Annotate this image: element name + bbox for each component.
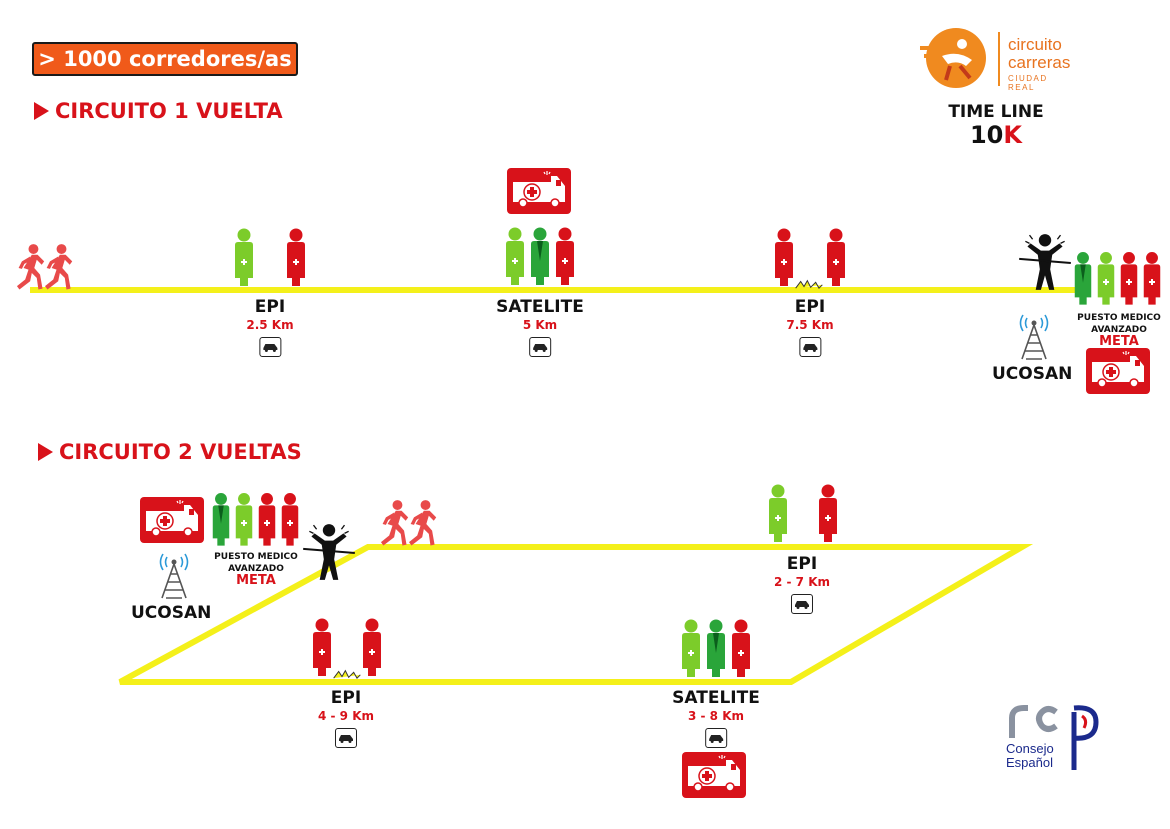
distance-unit: K <box>1003 121 1022 149</box>
ambulance-icon <box>507 168 571 214</box>
meta-label: META <box>236 573 276 588</box>
car-icon <box>259 337 281 357</box>
runner-logo-icon <box>920 28 986 88</box>
meta-label: META <box>1099 334 1139 349</box>
staff-icons <box>235 228 305 286</box>
distance-number: 10 <box>969 121 1004 149</box>
staff-icons <box>682 619 750 677</box>
runners-icon <box>380 500 437 546</box>
puesto-medico-label: PUESTO MEDICO AVANZADO META <box>214 551 298 587</box>
distance-label: 10K <box>946 122 1046 148</box>
epi-staff-group <box>232 228 312 294</box>
staff-icons <box>506 227 574 285</box>
logo-divider <box>998 32 1000 86</box>
satelite-staff-group <box>503 227 579 293</box>
staff-icons <box>313 618 381 679</box>
station-name: SATELITE <box>496 297 584 317</box>
station-label: SATELITE 3 - 8 Km <box>672 688 760 748</box>
ambulance-icon <box>140 497 204 543</box>
runners-count-badge: > 1000 corredores/as <box>32 42 298 76</box>
epi-staff-group <box>766 484 846 550</box>
circuit2-title-text: CIRCUITO 2 VUELTAS <box>59 440 302 464</box>
station-label: EPI 2 - 7 Km <box>774 554 830 614</box>
station-name: EPI <box>786 554 818 574</box>
play-triangle-icon <box>38 443 53 461</box>
rcp-text: Consejo Español <box>1006 742 1054 770</box>
circuit1-title: CIRCUITO 1 VUELTA <box>34 99 283 123</box>
logo-text-carreras: carreras <box>1008 53 1071 72</box>
station-name: SATELITE <box>672 688 760 708</box>
circuit2-title: CIRCUITO 2 VUELTAS <box>38 440 302 464</box>
puesto-medico-label: PUESTO MEDICO AVANZADO META <box>1077 312 1161 348</box>
staff-icons <box>775 228 845 289</box>
circuito-carreras-logo: circuito carreras CIUDAD REAL <box>918 26 1078 96</box>
epi-staff-group <box>772 228 852 294</box>
ucosan-label: UCOSAN <box>131 603 212 623</box>
epi-staff-group <box>310 618 390 684</box>
logo-text-circuito: circuito <box>1008 35 1062 54</box>
staff-icons <box>769 484 837 542</box>
puesto-medico-line1: PUESTO MEDICO <box>214 552 298 562</box>
car-icon <box>529 337 551 357</box>
station-km: 4 - 9 Km <box>317 709 375 723</box>
station-name: EPI <box>254 297 286 317</box>
station-km: 5 Km <box>522 318 558 332</box>
station-label: SATELITE 5 Km <box>496 297 584 357</box>
runners-start-icon <box>16 244 73 290</box>
timeline-label: TIME LINE <box>948 102 1044 122</box>
car-icon <box>705 728 727 748</box>
ambulance-icon <box>682 752 746 798</box>
puesto-medico-line2: AVANZADO <box>228 564 284 574</box>
timeline-title: TIME LINE 10K <box>946 102 1046 148</box>
car-icon <box>790 594 813 614</box>
station-label: EPI 4 - 9 Km <box>318 688 374 748</box>
satelite-staff-group <box>679 619 755 685</box>
rcp-logo: Consejo Español <box>1004 700 1104 780</box>
ambulance-icon <box>1086 348 1150 394</box>
ucosan-label: UCOSAN <box>992 364 1073 384</box>
station-name: EPI <box>794 297 826 317</box>
car-icon <box>799 337 821 357</box>
station-km: 7.5 Km <box>786 318 834 332</box>
finish-line-runner-icon <box>302 522 356 582</box>
meta-staff-group <box>210 491 304 557</box>
station-label: EPI 2.5 Km <box>246 297 294 357</box>
rcp-line1: Consejo <box>1006 741 1054 756</box>
puesto-medico-line2: AVANZADO <box>1091 325 1147 335</box>
station-km: 3 - 8 Km <box>687 709 744 723</box>
station-name: EPI <box>330 688 362 708</box>
logo-text-ciudad-real: CIUDAD REAL <box>1008 74 1048 92</box>
station-label: EPI 7.5 Km <box>786 297 834 357</box>
finish-line-runner-icon <box>1018 232 1072 292</box>
staff-icons <box>212 492 299 546</box>
puesto-medico-line1: PUESTO MEDICO <box>1077 313 1161 323</box>
play-triangle-icon <box>34 102 49 120</box>
meta-staff-group <box>1072 250 1166 316</box>
antenna-tower-icon <box>1019 314 1049 360</box>
rcp-line2: Español <box>1006 755 1053 770</box>
circuit1-title-text: CIRCUITO 1 VUELTA <box>55 99 283 123</box>
station-km: 2.5 Km <box>246 318 294 332</box>
rcp-logo-mark-icon <box>1009 705 1099 770</box>
car-icon <box>334 728 357 748</box>
antenna-tower-icon <box>159 553 189 599</box>
station-km: 2 - 7 Km <box>773 575 831 589</box>
circuit2-track <box>118 544 1034 685</box>
staff-icons <box>1074 251 1161 305</box>
